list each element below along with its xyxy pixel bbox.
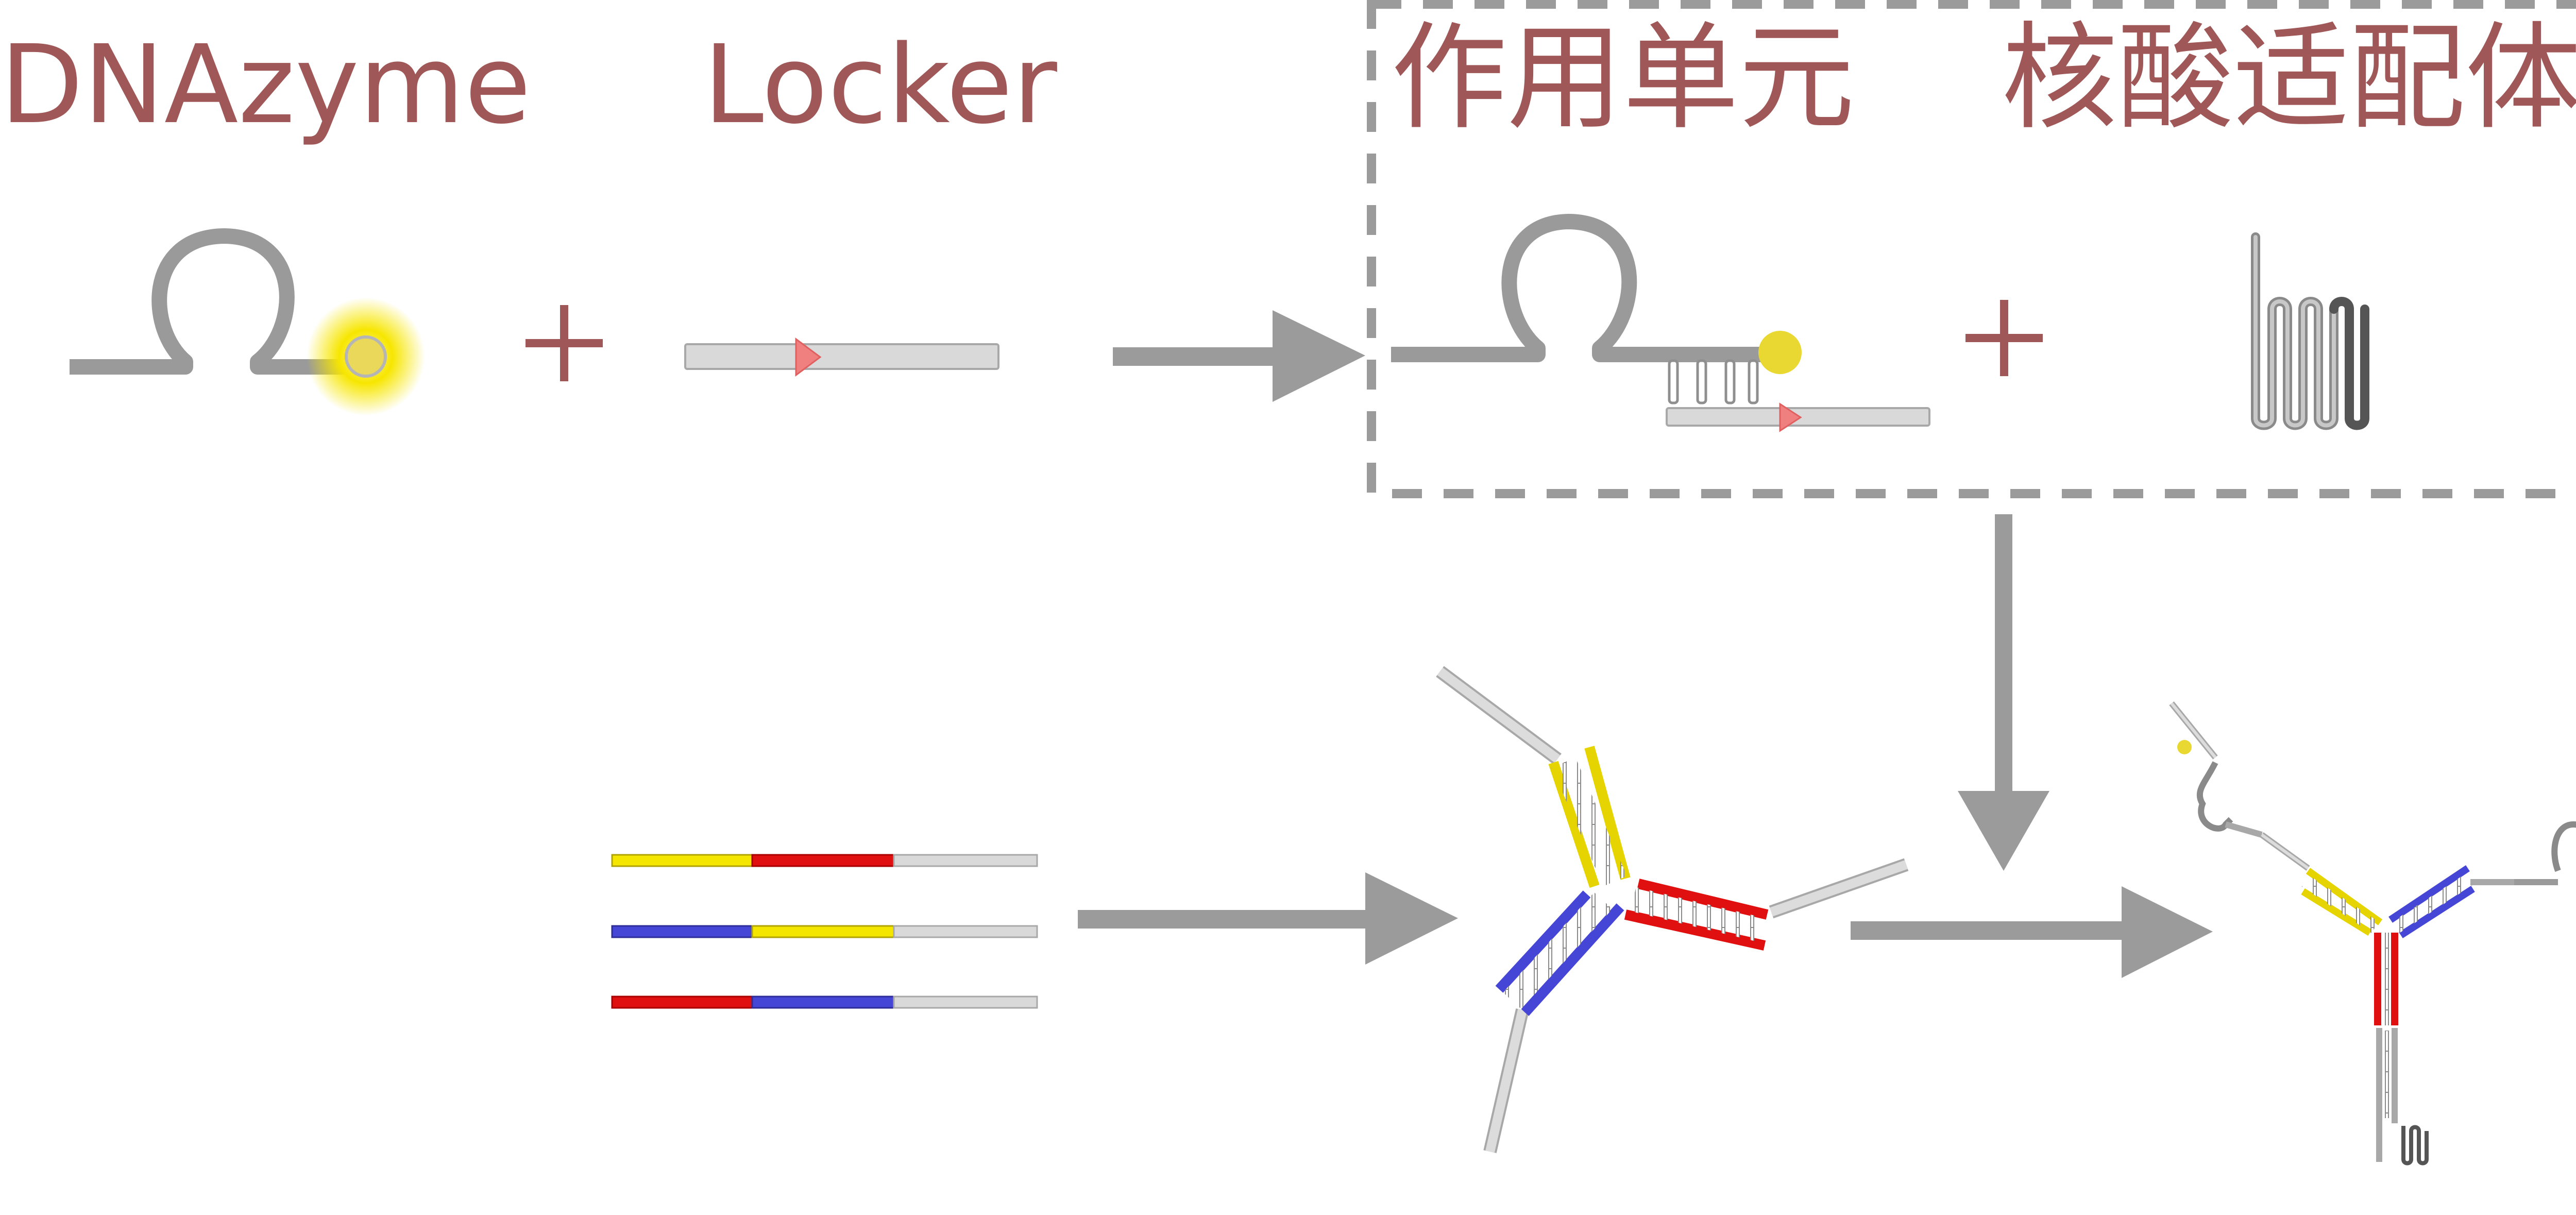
- aptamer-structure: [2251, 232, 2369, 430]
- plus-sign-1: [526, 305, 603, 381]
- arrow-3: [1851, 886, 2213, 978]
- y-junction: [1436, 666, 1909, 1153]
- functional-unit-label: 作用单元: [1391, 11, 1855, 146]
- fluorophore-dot: [345, 335, 387, 378]
- locker-marker-icon: [795, 338, 822, 377]
- aptamer-label: 核酸适配体: [2002, 11, 2576, 146]
- locker-marker-icon: [1779, 402, 1802, 432]
- strand-2: [611, 925, 1038, 938]
- locker-label: Locker: [703, 22, 1057, 148]
- plus-sign-2: [1965, 300, 2043, 376]
- strand-1: [611, 854, 1038, 867]
- fluorophore-dot: [1758, 331, 1802, 374]
- final-assembly: [2169, 701, 2576, 1166]
- functional-unit-box: [1367, 0, 2576, 498]
- dnazyme-locker-complex: [1391, 214, 1930, 432]
- dnazyme-label: DNAzyme: [0, 22, 531, 148]
- arrow-1: [1113, 310, 1365, 402]
- arrow-down: [1958, 514, 2049, 871]
- arrow-2: [1078, 872, 1458, 965]
- dnazyme-strand: [70, 228, 425, 416]
- strand-3: [611, 995, 1038, 1009]
- locker-strand: [684, 338, 999, 377]
- three-strands: [611, 854, 1038, 1009]
